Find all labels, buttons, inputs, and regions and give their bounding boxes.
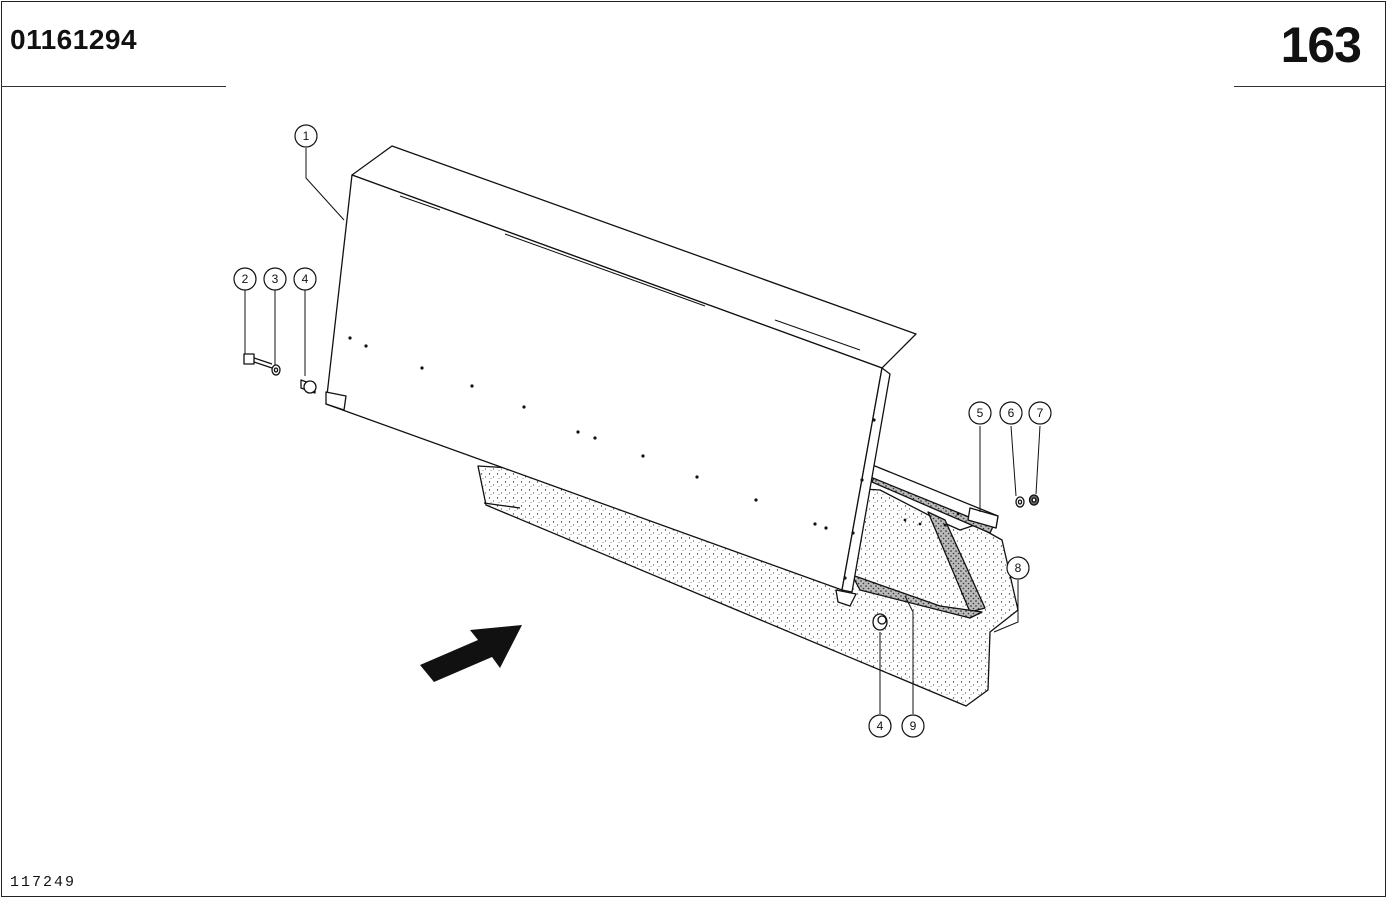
svg-text:2: 2	[242, 272, 249, 286]
document-number: 01161294	[10, 24, 138, 55]
svg-text:4: 4	[302, 272, 309, 286]
main-panel	[325, 145, 960, 607]
spacer-part-4-lower	[872, 613, 888, 631]
callout-1: 1	[294, 124, 318, 148]
arrow-icon	[420, 625, 522, 682]
header-rule-right	[1234, 86, 1386, 87]
nut-part-7	[1028, 494, 1040, 506]
page-number: 163	[1280, 17, 1362, 73]
callout-8: 8	[1006, 556, 1030, 580]
svg-text:1: 1	[303, 129, 310, 143]
svg-text:5: 5	[977, 406, 984, 420]
callout-5: 5	[968, 401, 992, 425]
callout-9: 9	[901, 714, 925, 738]
reference-number: 117249	[10, 874, 77, 891]
callout-3: 3	[263, 267, 287, 291]
svg-text:3: 3	[272, 272, 279, 286]
bolt-part-2	[243, 353, 273, 369]
svg-text:7: 7	[1037, 406, 1044, 420]
svg-text:4: 4	[877, 719, 884, 733]
callout-4-lower: 4	[868, 714, 892, 738]
callout-2: 2	[233, 267, 257, 291]
callouts: 1 2 3 4 5 6 7 8 9 4	[233, 124, 1052, 738]
washer-part-6	[1015, 496, 1025, 508]
callout-4: 4	[293, 267, 317, 291]
header-rule-left	[1, 86, 226, 87]
washer-part-3	[271, 364, 281, 376]
callout-6: 6	[999, 401, 1023, 425]
callout-7: 7	[1028, 401, 1052, 425]
leader-lines	[244, 148, 1041, 714]
svg-text:8: 8	[1015, 561, 1022, 575]
svg-text:6: 6	[1008, 406, 1015, 420]
svg-text:9: 9	[910, 719, 917, 733]
spacer-part-4-left	[300, 379, 317, 394]
